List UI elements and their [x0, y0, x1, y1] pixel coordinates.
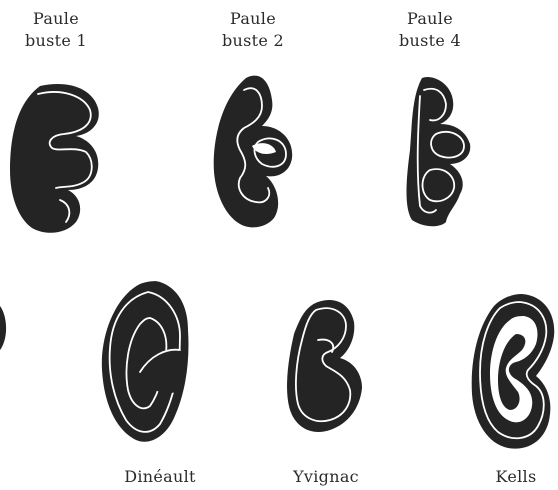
ear-partial-left-edge: [0, 306, 6, 350]
ear-dineault: [102, 281, 189, 442]
ear-paule-buste-2: [214, 76, 292, 228]
ear-paule-buste-4: [407, 77, 471, 226]
ear-yvignac: [287, 300, 362, 432]
ear-paule-buste-1: [10, 84, 99, 233]
ear-kells: [472, 294, 555, 449]
